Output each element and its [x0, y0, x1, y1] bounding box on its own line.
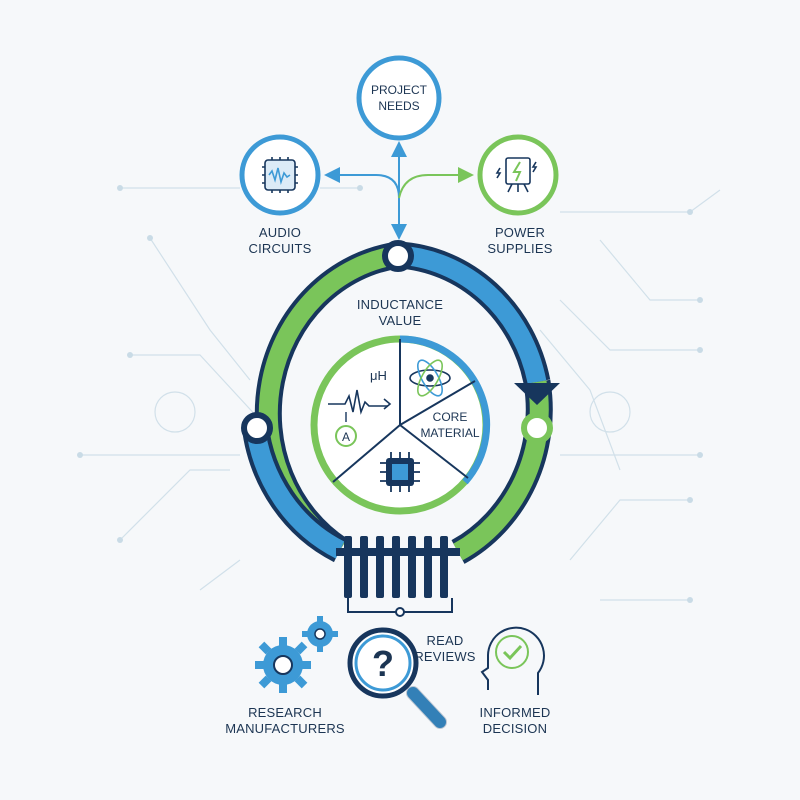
head-check-icon[interactable]	[480, 626, 545, 695]
core-material-label-1: CORE	[433, 410, 468, 424]
svg-text:A: A	[342, 430, 350, 444]
project-needs-node[interactable]: PROJECT NEEDS	[356, 55, 442, 141]
inductor-coil-icon	[336, 536, 460, 617]
cycle-arrowhead	[514, 383, 560, 405]
waveform-icon: μH A	[328, 368, 392, 447]
atom-icon	[409, 359, 451, 397]
inner-pie	[310, 335, 491, 515]
core-material-label-2: MATERIAL	[420, 426, 479, 440]
svg-text:?: ?	[372, 643, 394, 684]
ring-node-left	[241, 412, 273, 444]
power-supplies-node[interactable]	[477, 134, 559, 216]
svg-text:PROJECT: PROJECT	[371, 83, 428, 97]
processor-chip-icon	[380, 452, 420, 492]
svg-text:μH: μH	[370, 368, 387, 383]
audio-circuits-node[interactable]	[239, 134, 321, 216]
power-supply-icon	[495, 157, 538, 193]
process-cycle-ring	[241, 241, 553, 564]
ring-node-right	[521, 412, 553, 444]
background-circuit-lines	[80, 187, 721, 601]
magnifier-question-icon[interactable]: ?	[347, 627, 447, 729]
svg-text:NEEDS: NEEDS	[378, 99, 419, 113]
project-needs-connectors	[324, 141, 474, 240]
ring-node-top	[382, 240, 414, 272]
background-nodes	[77, 185, 703, 603]
gears-icon[interactable]	[255, 616, 338, 693]
audio-chip-icon	[262, 157, 298, 193]
